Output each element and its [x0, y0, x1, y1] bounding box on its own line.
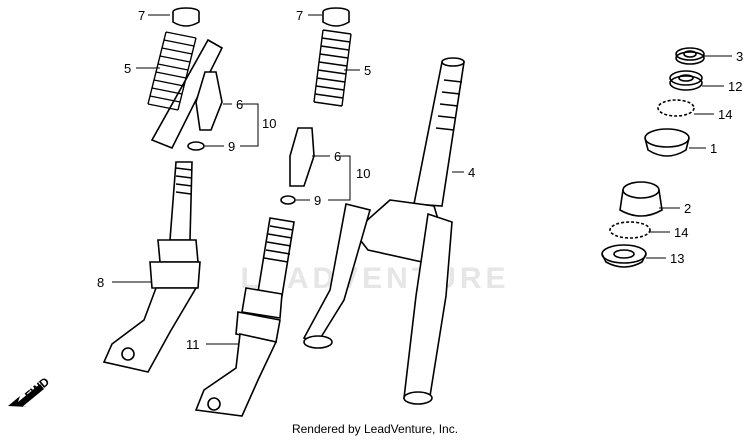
part-6-rod-left [195, 71, 223, 131]
callout-3: 3 [736, 49, 743, 64]
part-2-cone [619, 181, 663, 217]
part-5-spring-left [147, 31, 197, 111]
part-4-steering-fork [302, 57, 465, 405]
part-9-washer-left [187, 141, 205, 151]
part-6-rod-mid [289, 127, 315, 187]
part-13-lower-race [601, 244, 647, 268]
callout-labels: 7 5 6 10 9 8 7 5 6 10 9 11 4 3 12 14 1 2… [97, 8, 743, 352]
part-11-fork-leg [194, 217, 295, 417]
callout-8: 8 [97, 275, 104, 290]
part-8-fork-leg [102, 161, 201, 373]
part-5-spring-mid [313, 29, 352, 107]
part-14-bearing-upper [657, 99, 695, 117]
callout-5-left: 5 [124, 61, 131, 76]
callout-1: 1 [710, 141, 717, 156]
part-14-bearing-lower [609, 221, 651, 239]
callout-11: 11 [186, 337, 200, 352]
fwd-label: FWD [22, 374, 52, 403]
part-7-cap-mid [322, 7, 350, 27]
fwd-direction-indicator: FWD [8, 374, 52, 407]
middle-fork-group [194, 7, 352, 417]
callout-9-left: 9 [228, 139, 235, 154]
part-9-washer-mid [280, 195, 296, 205]
callout-7-left: 7 [138, 8, 145, 23]
bearing-stack [601, 47, 705, 268]
footer-credit: Rendered by LeadVenture, Inc. [292, 422, 458, 436]
callout-7-mid: 7 [296, 8, 303, 23]
callout-9-mid: 9 [314, 193, 321, 208]
fwd-arrow-icon [8, 384, 44, 407]
callout-14-upper: 14 [718, 107, 732, 122]
part-1-race [644, 128, 690, 157]
callout-5-mid: 5 [364, 63, 371, 78]
callout-4: 4 [468, 165, 475, 180]
callout-12: 12 [728, 79, 742, 94]
part-12-nut [669, 70, 703, 91]
left-fork-group [102, 7, 224, 373]
part-7-cap-left [172, 7, 200, 27]
leader-lines [112, 14, 732, 345]
callout-6-mid: 6 [334, 149, 341, 164]
callout-10-left: 10 [262, 116, 276, 131]
callout-6-left: 6 [236, 97, 243, 112]
part-3-locknut [675, 47, 705, 65]
callout-2: 2 [684, 201, 691, 216]
callout-13: 13 [670, 251, 684, 266]
callout-10-mid: 10 [356, 166, 370, 181]
callout-14-lower: 14 [674, 225, 688, 240]
dust-cover-left [150, 38, 224, 150]
